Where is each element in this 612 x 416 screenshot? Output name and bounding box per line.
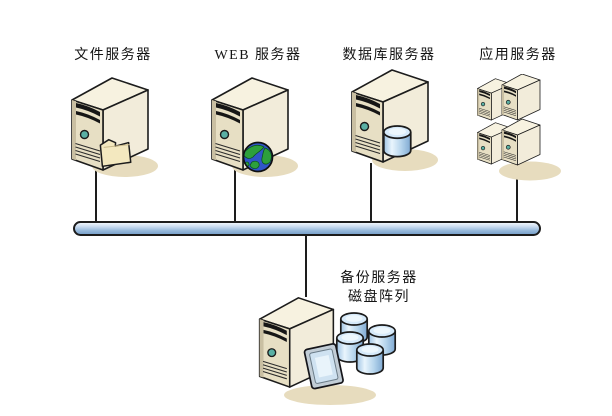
- file-server-icon server-tower-folder-icon: [71, 77, 158, 177]
- connector-line-file-server: [95, 163, 97, 223]
- application-server-icon server-cluster-icon: [477, 74, 561, 181]
- web-server-label: WEB 服务器: [214, 48, 302, 63]
- monitor-icon: [303, 343, 344, 390]
- database-cylinder-icon: [382, 125, 412, 158]
- folder-icon: [99, 138, 132, 168]
- backup-server-icon server-tower-monitor-disk-array-icon: [258, 297, 397, 405]
- database-server-label: 数据库服务器: [342, 48, 436, 63]
- disk-array-icon: [335, 312, 397, 375]
- database-server-icon server-tower-database-icon: [351, 69, 438, 171]
- web-server-icon server-tower-globe-icon: [211, 77, 298, 177]
- file-server-label: 文件服务器: [74, 48, 152, 63]
- shadow-ellipse: [499, 161, 561, 181]
- connector-line-backup-server: [305, 235, 307, 297]
- connector-line-application-server: [516, 163, 518, 223]
- connector-line-web-server: [234, 163, 236, 223]
- shadow-ellipse: [284, 385, 376, 405]
- network-bus: [73, 221, 541, 236]
- application-server-label: 应用服务器: [479, 48, 557, 63]
- backup-server-label: 备份服务器 磁盘阵列: [340, 269, 418, 307]
- backup-server-label-line1: 备份服务器: [340, 271, 418, 286]
- backup-server-label-line2: 磁盘阵列: [348, 290, 410, 305]
- connector-line-database-server: [370, 163, 372, 223]
- globe-icon: [242, 141, 274, 173]
